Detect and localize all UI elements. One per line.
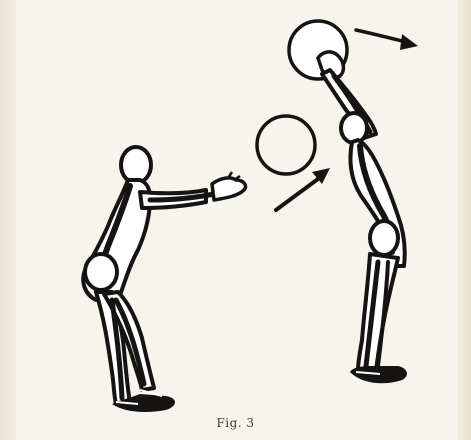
left-figure-head: [121, 147, 151, 183]
right-figure-head: [341, 113, 367, 143]
right-figure-hip: [370, 221, 398, 255]
left-figure-hand: [212, 178, 246, 200]
figure-caption: Fig. 3: [0, 416, 471, 430]
arrow-trajectory-upper: [356, 30, 418, 50]
ball-midair: [257, 116, 315, 174]
left-figure-hip: [85, 254, 117, 290]
left-figure: [83, 147, 245, 412]
right-figure: [289, 21, 407, 383]
